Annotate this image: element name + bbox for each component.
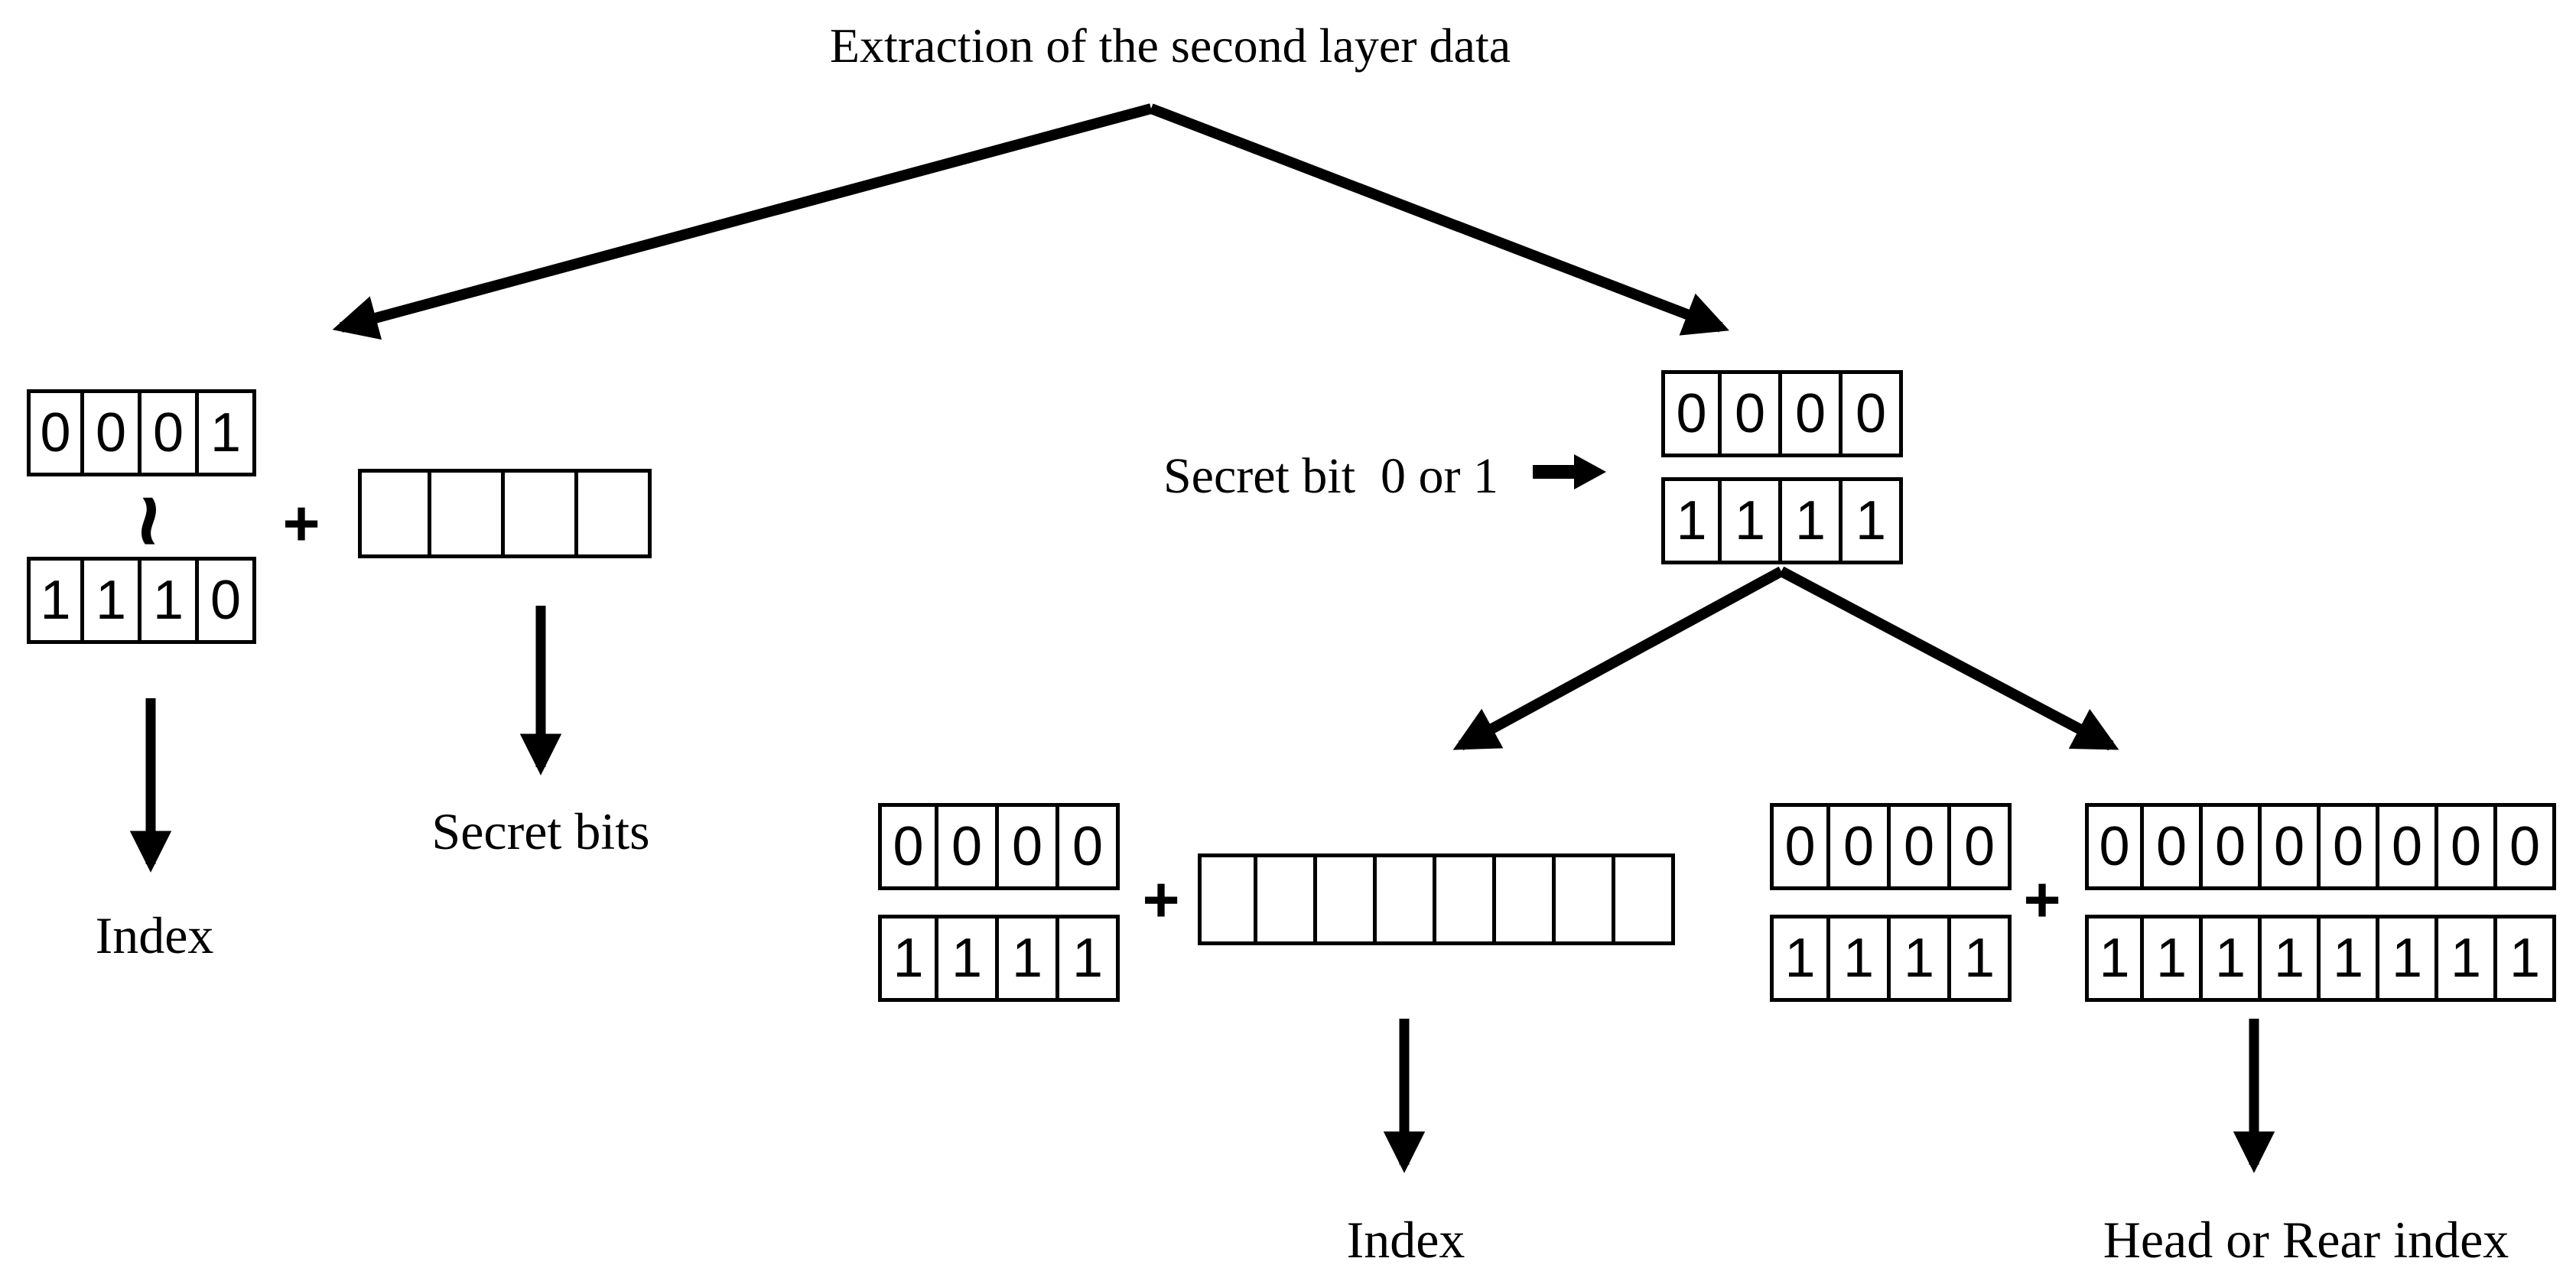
mid-plus-sign: + <box>1142 863 1180 935</box>
bit-cell: 0 <box>199 557 256 644</box>
bit-cell: 1 <box>199 389 256 476</box>
bit-cell: 0 <box>2262 803 2321 890</box>
head-rear-index-label: Head or Rear index <box>2103 1211 2509 1269</box>
secret-bits-label: Secret bits <box>431 802 650 860</box>
bit-cell: 1 <box>1951 915 2012 1002</box>
diagram-title: Extraction of the second layer data <box>829 18 1511 73</box>
bit-cell: 1 <box>2438 915 2497 1002</box>
bit-cell: 0 <box>2379 803 2438 890</box>
bit-cell: 1 <box>1891 915 1951 1002</box>
bit-cell: 1 <box>27 557 84 644</box>
bit-cell: 0 <box>1059 803 1120 890</box>
bit-cell: 1 <box>141 557 199 644</box>
bit-cell: 0 <box>999 803 1059 890</box>
secret-bit-right-arrow-icon <box>1533 454 1606 489</box>
bit-cell: 1 <box>2262 915 2321 1002</box>
bit-cell: 0 <box>2203 803 2262 890</box>
subbranch-left-arrow <box>1452 566 1784 751</box>
bit-cell: 1 <box>2497 915 2556 1002</box>
bit-cell: 1 <box>2379 915 2438 1002</box>
bit-cell <box>431 469 505 558</box>
mid-empty-table-row <box>1198 853 1675 945</box>
bit-cell: 1 <box>1661 477 1722 564</box>
bit-cell: 0 <box>141 389 199 476</box>
bit-cell: 1 <box>1059 915 1120 1002</box>
left-secret-table-row <box>358 469 652 558</box>
bit-cell: 1 <box>1770 915 1830 1002</box>
bit-cell: 1 <box>2144 915 2203 1002</box>
bit-cell <box>1377 853 1436 945</box>
secret-bit-label: Secret bit 0 or 1 <box>1163 448 1499 504</box>
branch-right-arrow <box>1149 103 1729 336</box>
bit-cell: 0 <box>27 389 84 476</box>
bit-cell <box>1257 853 1317 945</box>
bit-cell: 0 <box>1951 803 2012 890</box>
bit-cell <box>1496 853 1556 945</box>
bit-cell <box>1317 853 1377 945</box>
bit-cell <box>578 469 652 558</box>
bit-cell: 1 <box>2321 915 2379 1002</box>
bit-cell: 1 <box>878 915 938 1002</box>
branch-left-arrow <box>332 103 1153 340</box>
bit-cell: 0 <box>1830 803 1891 890</box>
right-plus-sign: + <box>2023 863 2061 935</box>
bit-cell: 1 <box>999 915 1059 1002</box>
bit-cell <box>505 469 578 558</box>
bit-cell: 0 <box>1843 370 1903 457</box>
bit-cell: 0 <box>938 803 999 890</box>
subbranch-right-arrow <box>1778 566 2119 751</box>
bit-cell <box>1556 853 1615 945</box>
bit-cell: 1 <box>2203 915 2262 1002</box>
left-plus-sign: + <box>282 487 320 559</box>
range-squiggle-icon: ~ <box>99 493 201 548</box>
bit-cell: 0 <box>2497 803 2556 890</box>
bit-cell: 1 <box>1782 477 1843 564</box>
bit-cell: 0 <box>1891 803 1951 890</box>
bit-cell <box>1436 853 1496 945</box>
bit-cell <box>1615 853 1675 945</box>
bit-cell: 1 <box>1843 477 1903 564</box>
bit-cell: 1 <box>938 915 999 1002</box>
bit-cell: 1 <box>2085 915 2144 1002</box>
bit-cell: 0 <box>2085 803 2144 890</box>
bit-cell: 0 <box>2321 803 2379 890</box>
bit-cell: 1 <box>1830 915 1891 1002</box>
left-index-label: Index <box>95 906 214 964</box>
bit-cell: 1 <box>1722 477 1782 564</box>
bit-cell: 0 <box>1782 370 1843 457</box>
bit-cell: 0 <box>1722 370 1782 457</box>
mid-index-label: Index <box>1346 1211 1465 1269</box>
bit-cell <box>358 469 431 558</box>
bit-cell: 0 <box>2144 803 2203 890</box>
bit-cell: 0 <box>1661 370 1722 457</box>
bit-cell: 0 <box>2438 803 2497 890</box>
bit-cell: 0 <box>1770 803 1830 890</box>
bit-cell: 1 <box>84 557 141 644</box>
bit-cell <box>1198 853 1257 945</box>
bit-cell: 0 <box>878 803 938 890</box>
bit-cell: 0 <box>84 389 141 476</box>
